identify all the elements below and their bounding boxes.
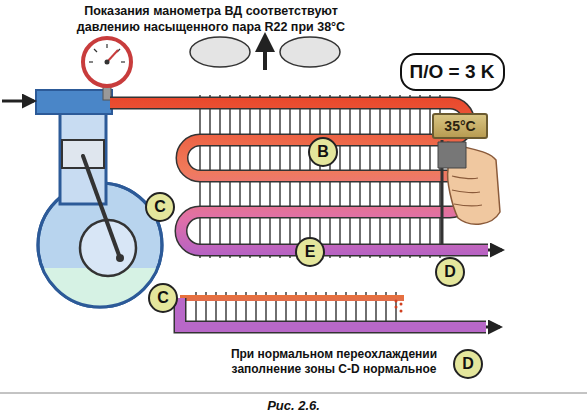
note-text: Показания манометра ВД соответствуют дав…	[52, 4, 370, 35]
note-text: При нормальном переохлаждении заполнение…	[231, 347, 437, 376]
fan-blade	[280, 37, 340, 67]
node-text: 35°C	[444, 118, 475, 134]
condenser-coil	[110, 103, 488, 250]
node-text: П/О = 3 K	[410, 61, 495, 83]
point-marker: D	[435, 257, 465, 287]
callout-letter: D	[444, 263, 456, 281]
callout-letter: B	[317, 143, 329, 161]
liquid-zone-tube	[180, 295, 404, 301]
point-marker: C	[145, 192, 175, 222]
callout-letter: C	[154, 198, 166, 216]
inlet-arrow	[2, 100, 34, 103]
callout-letter: D	[462, 355, 474, 373]
air-flow-arrow	[263, 36, 267, 70]
point-marker: E	[295, 237, 325, 267]
fan-blade	[190, 37, 250, 67]
cylinder-head	[36, 90, 112, 114]
connecting-rod	[83, 156, 120, 258]
pressure-gauge	[83, 38, 131, 86]
point-marker: C	[148, 283, 178, 313]
subcooling-box: П/О = 3 K	[400, 53, 505, 91]
callout-letter: E	[305, 243, 316, 261]
figure-caption: Рис. 2.6.	[267, 398, 320, 413]
figure-caption: Рис. 2.6.	[0, 398, 587, 413]
thermometer-display: 35°C	[432, 113, 488, 139]
note-text: При нормальном переохлаждении заполнение…	[218, 347, 450, 377]
point-marker: D	[453, 349, 483, 379]
point-marker: B	[308, 137, 338, 167]
piston	[62, 140, 104, 168]
callout-letter: C	[157, 289, 169, 307]
note-text: Показания манометра ВД соответствуют дав…	[77, 4, 345, 34]
